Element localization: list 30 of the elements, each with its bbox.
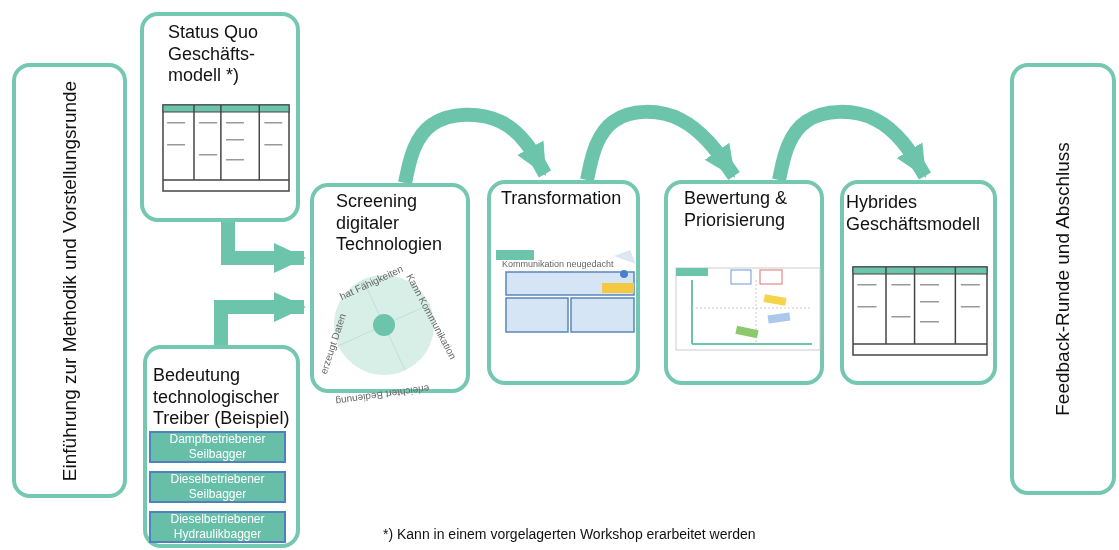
side-panel [12,63,127,498]
wheel-segment-label: erleichtert Bedienung [334,383,430,408]
driver-label: Dieselbetriebener Hydraulikbagger [169,512,266,542]
wheel-segment-label: erzeugt Daten [318,312,348,376]
step-title: Status Quo Geschäfts-modell *) [168,22,260,87]
arrow [772,104,931,182]
arrow [398,107,552,185]
arrow [214,292,306,345]
step-card [487,180,640,385]
step-title: Feedback-Runde und Abschluss [1051,142,1075,416]
driver-label: Dampfbetriebener Seilbagger [168,432,267,462]
driver-box [149,511,286,543]
step-title: Bewertung & Priorisierung [684,188,789,232]
step-title: Einführung zur Methodik und Vorstellungsrunde [57,80,81,481]
step-card [840,180,997,385]
step-card [664,180,824,385]
footnote: *) Kann in einem vorgelagerten Workshop erarbeitet werden [383,526,756,542]
worksheet-heading: Kommunikation neugedacht [502,259,614,269]
side-panel [1010,63,1116,495]
step-title: Screening digitaler Technologien [336,191,444,256]
step-title: Hybrides Geschäftsmodell [846,192,982,236]
driver-box [149,431,286,463]
driver-box [149,471,286,503]
driver-label: Dieselbetriebener Seilbagger [169,472,266,502]
arrow [580,104,740,182]
step-card [140,12,300,222]
step-title: Transformation [501,188,623,210]
step-title: Bedeutung technologischer Treiber (Beispiel) [153,365,291,430]
step-card [143,345,300,548]
arrow [221,222,306,273]
